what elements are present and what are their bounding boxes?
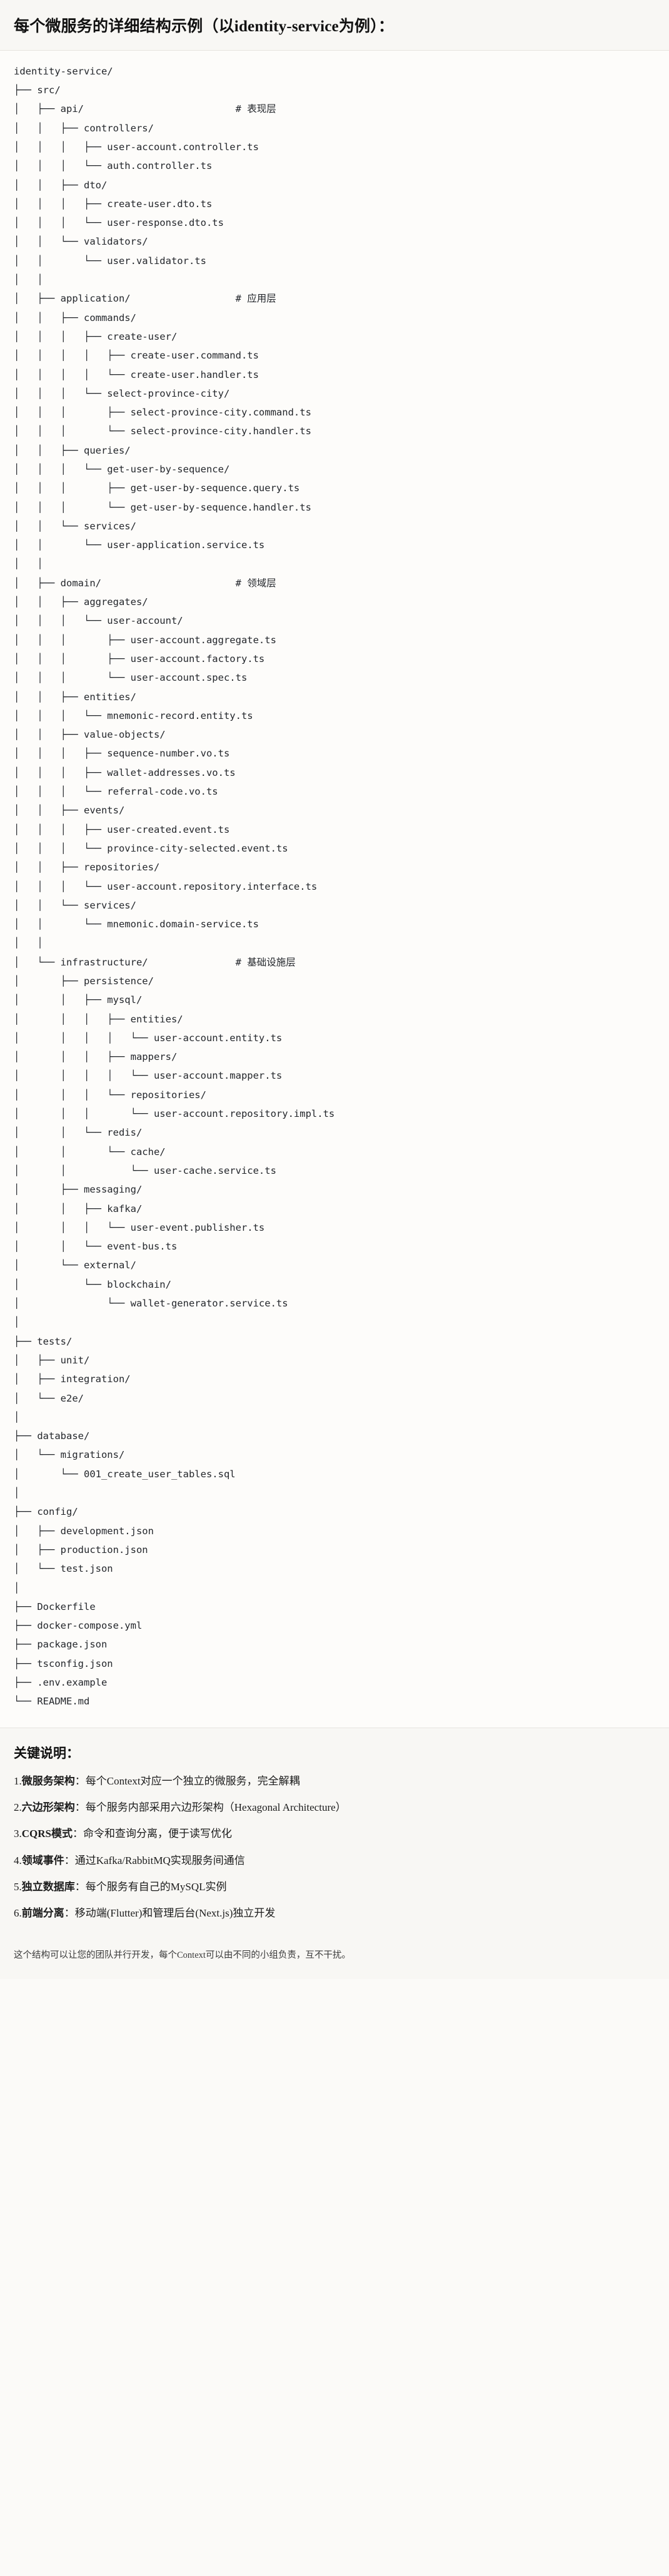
- note-separator: ：: [74, 1880, 86, 1893]
- note-text: 移动端(Flutter)和管理后台(Next.js)独立开发: [74, 1907, 276, 1920]
- note-label: 独立数据库: [21, 1880, 75, 1893]
- list-item: 2.六边形架构：每个服务内部采用六边形架构（Hexagonal Architec…: [14, 1800, 655, 1816]
- key-notes-heading: 关键说明：: [14, 1745, 79, 1761]
- list-item: 6.前端分离：移动端(Flutter)和管理后台(Next.js)独立开发: [14, 1905, 655, 1922]
- note-label: 领域事件: [21, 1854, 64, 1866]
- note-separator: ：: [64, 1907, 75, 1920]
- list-item: 3.CQRS模式：命令和查询分离，便于读写优化: [14, 1826, 655, 1842]
- note-separator: ：: [74, 1801, 86, 1813]
- note-number: 4.: [14, 1854, 22, 1866]
- key-notes-list: 1.微服务架构：每个Context对应一个独立的微服务，完全解耦 2.六边形架构…: [14, 1773, 655, 1922]
- key-notes-block: 关键说明： 1.微服务架构：每个Context对应一个独立的微服务，完全解耦 2…: [0, 1728, 669, 1943]
- footer-block: 这个结构可以让您的团队并行开发，每个Context可以由不同的小组负责，互不干扰…: [0, 1943, 669, 1979]
- note-separator: ：: [64, 1854, 75, 1866]
- note-text: 每个服务内部采用六边形架构（Hexagonal Architecture）: [85, 1801, 346, 1813]
- title-block: 每个微服务的详细结构示例（以identity-service为例）：: [0, 0, 669, 51]
- note-text: 每个服务有自己的MySQL实例: [85, 1880, 227, 1893]
- closing-note: 这个结构可以让您的团队并行开发，每个Context可以由不同的小组负责，互不干扰…: [14, 1950, 351, 1960]
- note-number: 6.: [14, 1907, 22, 1920]
- note-text: 通过Kafka/RabbitMQ实现服务间通信: [74, 1854, 245, 1866]
- note-text: 命令和查询分离，便于读写优化: [83, 1828, 232, 1840]
- note-label: CQRS模式: [21, 1828, 73, 1840]
- note-separator: ：: [74, 1774, 86, 1787]
- page-title: 每个微服务的详细结构示例（以identity-service为例）：: [14, 18, 395, 35]
- list-item: 4.领域事件：通过Kafka/RabbitMQ实现服务间通信: [14, 1853, 655, 1869]
- file-tree-block: identity-service/ ├── src/ │ ├── api/ # …: [0, 50, 669, 1728]
- list-item: 1.微服务架构：每个Context对应一个独立的微服务，完全解耦: [14, 1773, 655, 1789]
- list-item: 5.独立数据库：每个服务有自己的MySQL实例: [14, 1879, 655, 1895]
- note-number: 5.: [14, 1880, 22, 1893]
- note-label: 六边形架构: [21, 1801, 75, 1813]
- note-number: 3.: [14, 1828, 22, 1840]
- note-label: 前端分离: [21, 1907, 64, 1920]
- note-separator: ：: [72, 1828, 83, 1840]
- directory-tree: identity-service/ ├── src/ │ ├── api/ # …: [14, 65, 335, 1708]
- note-text: 每个Context对应一个独立的微服务，完全解耦: [85, 1774, 300, 1787]
- note-label: 微服务架构: [21, 1774, 75, 1787]
- note-number: 1.: [14, 1774, 22, 1787]
- note-number: 2.: [14, 1801, 22, 1813]
